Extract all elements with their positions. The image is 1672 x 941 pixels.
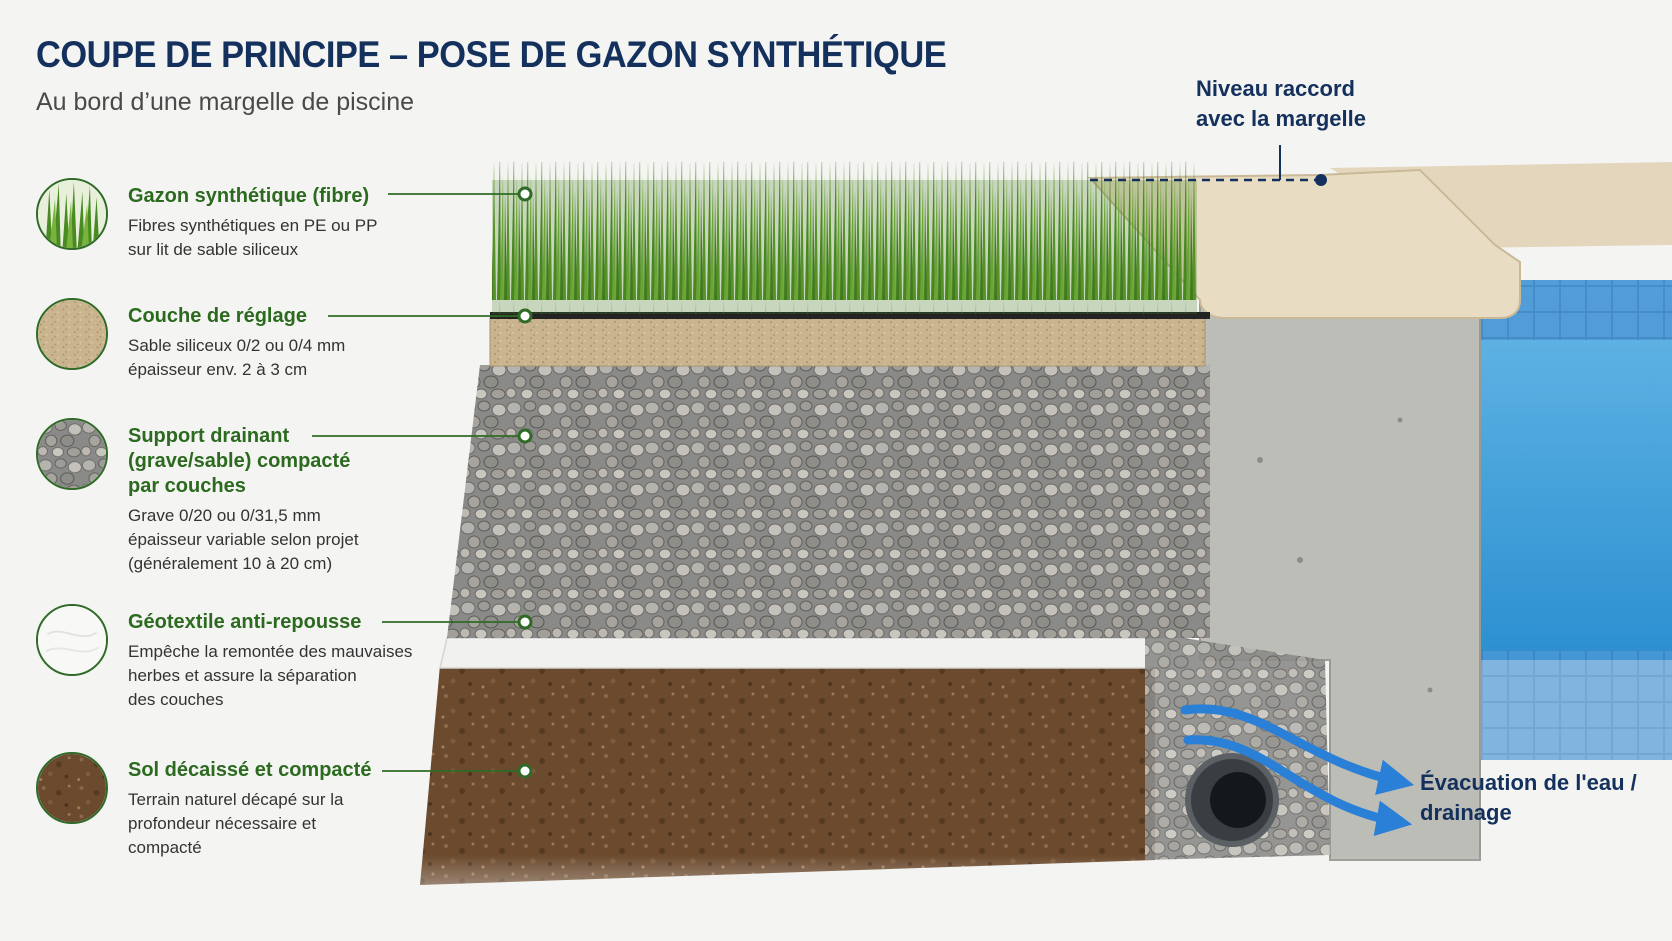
grass-layer: [492, 162, 1197, 314]
layer-title: Couche de réglage: [128, 305, 307, 327]
page-subtitle: Au bord d’une margelle de piscine: [36, 88, 415, 116]
layer-description: Fibres synthétiques en PE ou PP sur lit …: [128, 216, 378, 259]
layer-description: Empêche la remontée des mauvaises herbes…: [128, 642, 413, 709]
layer-title: Géotextile anti-repousse: [128, 611, 362, 633]
layer-title: Support drainant (grave/sable) compacté …: [128, 425, 351, 497]
page-title: COUPE DE PRINCIPE – POSE DE GAZON SYNTHÉ…: [36, 34, 947, 75]
soil-thumbnail-icon: [36, 752, 108, 824]
leader-dot-sand: [517, 308, 533, 324]
margelle-level-dot: [1315, 174, 1327, 186]
gravel-layer: [447, 365, 1210, 638]
gravel-thumbnail-icon: [36, 418, 108, 490]
margelle-level-label: Niveau raccord avec la margelle: [1196, 76, 1367, 131]
layer-title: Gazon synthétique (fibre): [128, 185, 370, 207]
turf-backing: [490, 312, 1210, 319]
sand-thumbnail-icon: [36, 298, 108, 370]
geotextile-layer: [439, 637, 1171, 669]
drainage-label: Évacuation de l'eau / drainage: [1420, 770, 1637, 825]
grass-thumbnail-icon: [36, 178, 108, 250]
layer-description: Grave 0/20 ou 0/31,5 mm épaisseur variab…: [128, 506, 359, 573]
drainage-arrow-lower: [1183, 735, 1413, 837]
soil-layer: [420, 665, 1155, 885]
drainage-arrow-upper: [1180, 704, 1415, 795]
layer-description: Terrain naturel décapé sur la profondeur…: [128, 790, 344, 857]
sand-layer: [489, 317, 1206, 367]
layer-description: Sable siliceux 0/2 ou 0/4 mm épaisseur e…: [128, 336, 346, 379]
geotextile-thumbnail-icon: [36, 604, 108, 676]
leader-dot-gravel: [517, 428, 533, 444]
leader-dot-grass: [517, 186, 533, 202]
coping: [1087, 168, 1521, 319]
leader-dot-geotextile: [517, 614, 533, 630]
pool-water: [1470, 280, 1672, 660]
layer-title: Sol décaissé et compacté: [128, 759, 372, 781]
leader-dot-soil: [517, 763, 533, 779]
